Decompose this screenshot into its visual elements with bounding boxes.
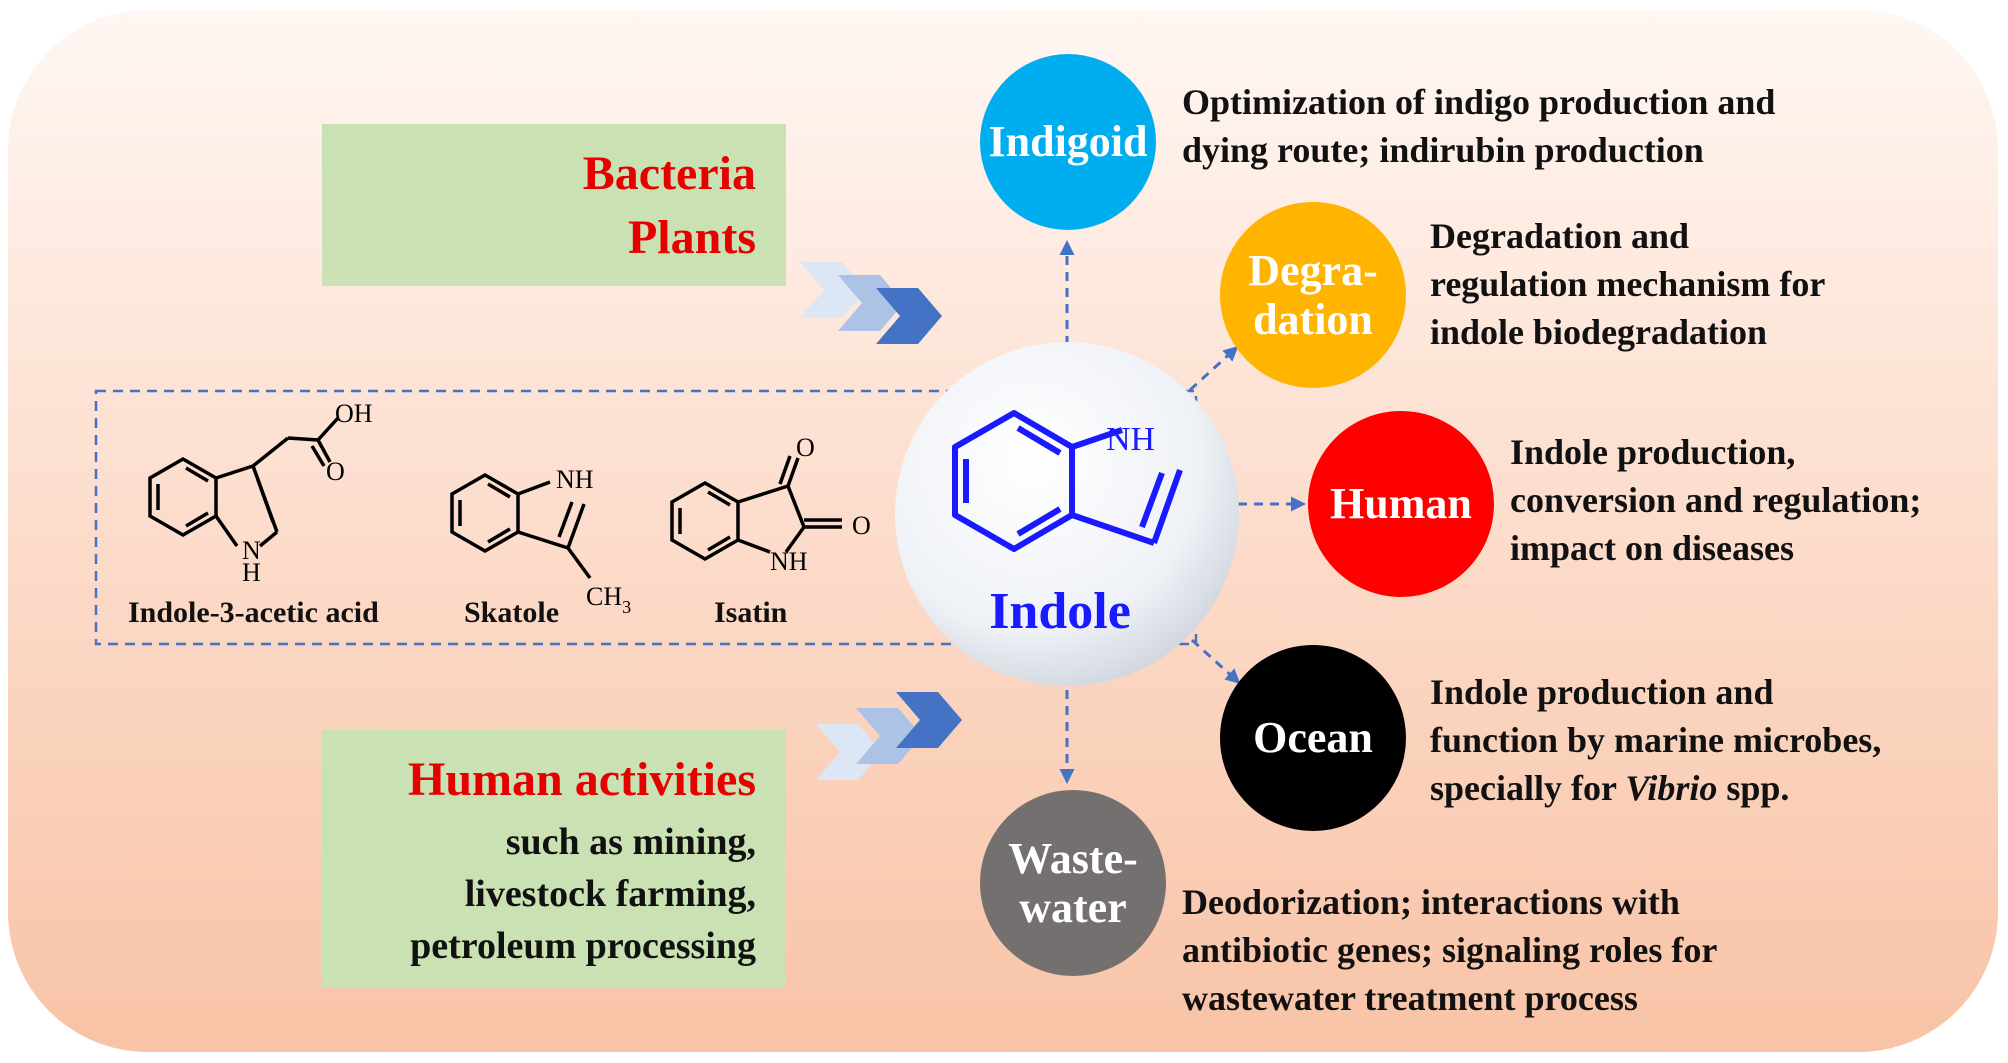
molecule-name-iaa: Indole-3-acetic acid (128, 596, 379, 629)
source-line-mining: such as mining, (505, 821, 756, 863)
skatole-ch3-label: CH3 (586, 582, 631, 617)
node-human-label: Human (1330, 479, 1472, 529)
arrow-to-ocean (1190, 638, 1241, 685)
isatin-o-top-label: O (796, 433, 815, 462)
molecule-name-skatole: Skatole (464, 596, 559, 629)
source-bacteria: Bacteria (582, 147, 756, 200)
desc-degradation-line-3: indole biodegradation (1430, 312, 1768, 352)
node-degradation: Degra- dation (1220, 202, 1406, 388)
center-indole-circle (895, 342, 1239, 686)
arrow-to-degradation (1188, 345, 1239, 392)
desc-degradation-line-2: regulation mechanism for (1430, 264, 1826, 304)
desc-indigoid-line-1: Optimization of indigo production and (1182, 82, 1776, 122)
indole-structure (952, 410, 1183, 552)
source-box-human-activities (322, 730, 786, 988)
isatin-nh-label: NH (770, 547, 808, 576)
source-plants: Plants (627, 211, 756, 264)
iaa-o-label: O (326, 457, 345, 486)
desc-human-line-2: conversion and regulation; (1510, 480, 1922, 520)
desc-wastewater-line-1: Deodorization; interactions with (1182, 882, 1680, 922)
iaa-oh-label: OH (335, 399, 373, 428)
source-line-petroleum: petroleum processing (410, 925, 756, 967)
iaa-h-label: H (242, 558, 261, 587)
desc-wastewater: Deodorization; interactions with antibio… (1182, 878, 1982, 1022)
node-indigoid-label: Indigoid (988, 117, 1148, 167)
desc-ocean-line-2: function by marine microbes, (1430, 720, 1882, 760)
iaa-n-label: N (242, 536, 261, 565)
chevron-top-3 (876, 288, 942, 344)
node-degradation-label-1: Degra- (1248, 245, 1378, 295)
source-human-activities: Human activities (408, 753, 756, 806)
desc-degradation: Degradation and regulation mechanism for… (1430, 212, 1990, 356)
source-box-bacteria-plants (322, 124, 786, 286)
indole-nh-label: NH (1106, 421, 1155, 458)
source-line-livestock: livestock farming, (464, 873, 756, 915)
node-ocean-label: Ocean (1253, 713, 1373, 763)
chevron-bottom-2 (856, 708, 922, 764)
desc-indigoid: Optimization of indigo production and dy… (1182, 78, 1982, 174)
chevron-bottom-1 (816, 724, 882, 780)
node-human: Human (1308, 411, 1494, 597)
node-indigoid: Indigoid (980, 54, 1156, 230)
skatole-nh-label: NH (556, 465, 594, 494)
isatin-o-right-label: O (852, 511, 871, 540)
molecule-name-isatin: Isatin (714, 596, 788, 629)
desc-human: Indole production, conversion and regula… (1510, 428, 2000, 572)
desc-human-line-3: impact on diseases (1510, 528, 1795, 568)
chevron-bottom-3 (896, 692, 962, 748)
structure-isatin (670, 455, 842, 562)
desc-indigoid-line-2: dying route; indirubin production (1182, 130, 1704, 170)
desc-ocean-line-3: specially for Vibrio spp. (1430, 768, 1790, 808)
node-wastewater-label-2: water (1019, 883, 1127, 932)
node-degradation-label-2: dation (1253, 295, 1373, 344)
desc-degradation-line-1: Degradation and (1430, 216, 1690, 256)
desc-human-line-1: Indole production, (1510, 432, 1796, 472)
chevrons-bottom (816, 692, 962, 780)
chevrons-top (800, 262, 942, 344)
center-indole-label: Indole (989, 583, 1131, 640)
node-wastewater: Waste- water (980, 790, 1166, 976)
desc-wastewater-line-3: wastewater treatment process (1182, 978, 1638, 1018)
node-ocean: Ocean (1220, 645, 1406, 831)
desc-wastewater-line-2: antibiotic genes; signaling roles for (1182, 930, 1718, 970)
desc-ocean-line-1: Indole production and (1430, 672, 1774, 712)
node-wastewater-label-1: Waste- (1008, 833, 1138, 883)
structure-skatole (450, 472, 592, 580)
desc-ocean: Indole production and function by marine… (1430, 668, 1990, 812)
structure-indole-3-acetic-acid (148, 416, 340, 548)
